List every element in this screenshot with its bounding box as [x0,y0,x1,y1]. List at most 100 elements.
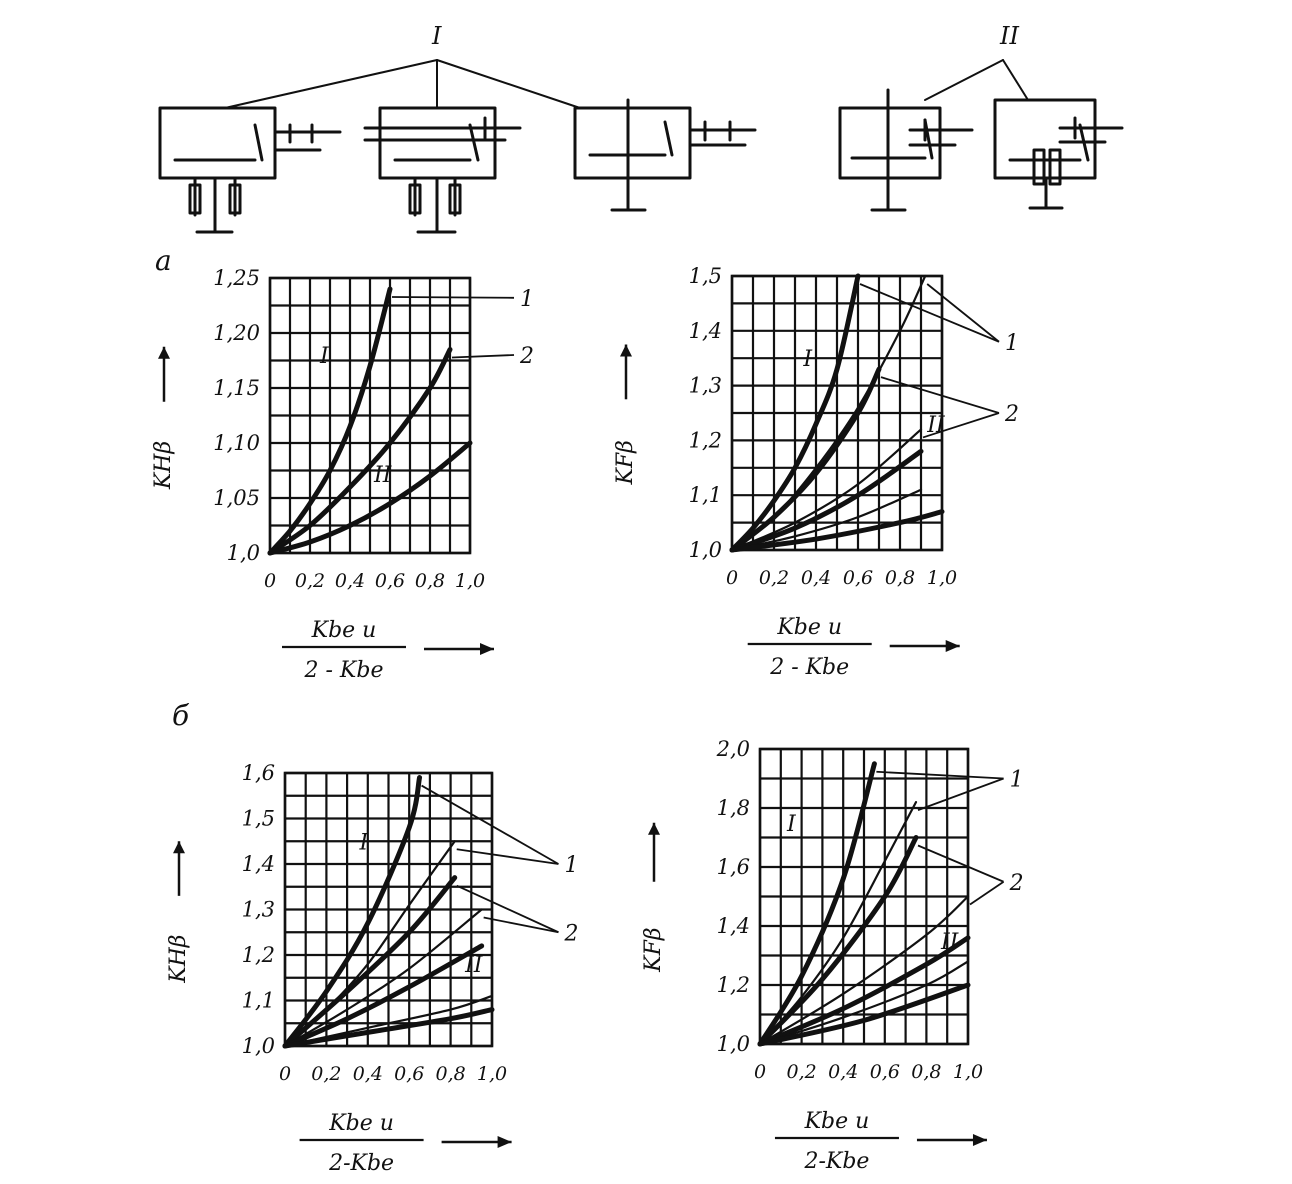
series-line-5 [282,943,485,1049]
series-line-4 [283,908,483,1048]
x-tick-label: 0,8 [435,1063,465,1085]
x-axis-label-numerator: Kbe u [311,618,377,643]
y-tick-label: 1,2 [717,973,750,997]
y-tick-label: 1,15 [213,376,260,400]
annotation-label-I: I [786,812,797,837]
y-tick-label: 1,4 [689,319,722,343]
scheme-4 [838,88,974,212]
y-tick-label: 1,1 [242,989,275,1013]
annotation-label-II: II [940,930,960,955]
x-tick-label: 0,4 [335,570,365,592]
x-axis-arrow-head [480,643,494,655]
y-tick-label: 1,8 [717,796,750,820]
scheme-2 [363,106,522,234]
x-axis-label-denominator: 2-Kbe [328,1151,394,1176]
x-tick-label: 0,2 [759,567,789,589]
x-tick-label: 1,0 [455,570,485,592]
x-tick-label: 0,8 [911,1061,941,1083]
annotation-label-1: 1 [564,853,578,878]
scheme-two-leaders [924,59,1029,101]
x-tick-label: 0,6 [870,1061,900,1083]
x-axis-label-numerator: Kbe u [776,615,842,640]
y-tick-label: 1,3 [242,898,275,922]
annotation-label-1: 1 [520,287,534,312]
annotation-label-1: 1 [1005,331,1019,356]
y-tick-label: 1,0 [689,538,722,562]
chart-series [757,761,971,1047]
annotation-label-I: I [319,344,330,369]
annotation-label-I: I [359,830,370,855]
x-tick-label: 0,2 [786,1061,816,1083]
chart-grid [268,276,472,555]
annotation-leader [926,283,1000,343]
y-axis-label: KFβ [613,440,638,485]
panel-label-a: a [155,244,172,277]
y-tick-label: 1,0 [717,1032,750,1056]
y-axis-label: KFβ [641,927,666,972]
x-tick-label: 0,4 [353,1063,383,1085]
annotation-label-II: II [464,953,484,978]
scheme-3 [573,98,757,212]
y-tick-label: 1,4 [242,852,275,876]
y-tick-label: 1,6 [717,855,750,879]
series-line-2 [267,347,453,556]
series-line-3 [729,366,882,553]
annotation-leader [421,784,559,865]
series-line-1 [282,775,423,1049]
y-axis-label: KHβ [151,441,176,490]
annotation-label-II: II [373,463,393,488]
y-tick-label: 1,20 [213,321,260,345]
x-axis-label-numerator: Kbe u [804,1109,870,1134]
scheme-1 [158,106,342,234]
annotation-label-2: 2 [1009,871,1024,896]
annotation-label-2: 2 [1004,402,1019,427]
x-tick-label: 0,2 [295,570,325,592]
annotation-leader [969,881,1005,906]
x-tick-label: 0,4 [828,1061,858,1083]
annotation-leader [876,770,1004,780]
x-tick-label: 0,6 [843,567,873,589]
y-axis-label: KHβ [166,934,191,983]
gearbox-schematics: I [158,22,1124,234]
y-tick-label: 1,5 [242,807,275,831]
chart-series [267,286,473,556]
y-tick-label: 1,0 [227,541,260,565]
y-axis-arrow-head [173,841,185,854]
y-tick-label: 1,6 [242,761,275,785]
x-axis-label-denominator: 2-Kbe [803,1149,869,1174]
x-axis-label-denominator: 2 - Kbe [769,655,849,680]
y-tick-label: 1,5 [689,264,722,288]
annotation-leader [917,844,1004,883]
x-axis-label-numerator: Kbe u [328,1111,394,1136]
y-tick-label: 2,0 [716,737,750,761]
annotation-label-I: I [802,347,813,372]
y-tick-label: 1,3 [689,374,722,398]
y-tick-label: 1,1 [689,483,722,507]
series-line-3 [757,835,919,1047]
series-line-1 [267,286,393,556]
x-tick-label: 0,8 [415,570,445,592]
series-line-5 [729,448,924,553]
x-tick-label: 0,8 [885,567,915,589]
y-axis-arrow-head [158,346,170,359]
scheme-label-two: II [999,22,1019,50]
annotation-label-II: II [926,413,946,438]
annotation-leader [391,296,515,299]
y-tick-label: 1,0 [242,1034,275,1058]
chart-series [729,273,945,553]
y-tick-label: 1,25 [213,266,260,290]
x-axis-arrow-head [945,640,960,652]
scheme-label-one: I [431,22,442,50]
x-axis-arrow-head [497,1136,512,1148]
annotation-leader [483,916,559,934]
series-line-6 [758,960,970,1046]
x-tick-label: 1,0 [953,1061,983,1083]
x-tick-label: 0 [279,1063,291,1085]
x-tick-label: 1,0 [477,1063,507,1085]
x-tick-label: 0 [726,567,738,589]
x-tick-label: 0,6 [375,570,405,592]
